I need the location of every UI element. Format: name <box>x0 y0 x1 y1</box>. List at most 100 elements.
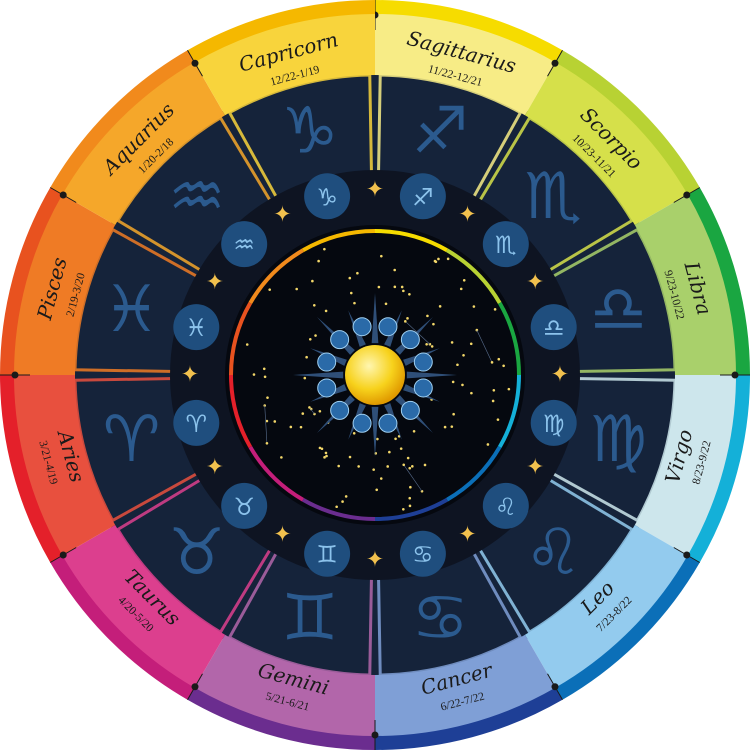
label-band <box>194 634 375 736</box>
star-dot <box>323 456 326 459</box>
star-dot <box>470 391 473 395</box>
element-icon <box>317 378 337 398</box>
star-icon: ✦ <box>206 455 224 480</box>
aquarius-symbol-icon: ♒ <box>233 231 255 259</box>
element-icon <box>330 330 350 350</box>
star-dot <box>318 409 322 413</box>
star-dot <box>349 291 353 295</box>
star-dot <box>356 271 359 275</box>
pisces-figure-icon: ♓ <box>103 273 160 347</box>
rainbow-ring-segment <box>497 375 521 448</box>
star-icon: ✦ <box>366 178 384 203</box>
star-dot <box>252 373 256 376</box>
star-icon: ✦ <box>273 202 291 227</box>
taurus-symbol-circle <box>221 482 268 529</box>
libra-symbol-circle <box>530 304 577 351</box>
aquarius-symbol-circle <box>221 221 268 268</box>
sun-ray <box>406 371 457 379</box>
aquarius-figure-icon: ♒ <box>168 160 225 234</box>
star-dot <box>399 447 403 450</box>
star-dot <box>305 355 308 359</box>
sun-ray <box>371 406 379 457</box>
star-dot <box>380 254 383 258</box>
pisces-symbol-icon: ♓ <box>186 314 208 342</box>
capricorn-symbol-circle <box>304 173 351 220</box>
sagittarius-symbol-icon: ♐ <box>412 183 434 211</box>
element-icon <box>378 317 398 337</box>
star-dot <box>308 406 311 409</box>
star-dot <box>323 247 326 251</box>
star-dot <box>493 308 497 311</box>
star-dot <box>497 357 501 361</box>
constellation-line <box>476 329 493 363</box>
star-dot <box>452 412 455 416</box>
element-icon <box>400 400 420 420</box>
star-dot <box>490 361 494 364</box>
divider-line <box>187 673 203 701</box>
star-dot <box>377 285 381 289</box>
star-dot <box>273 420 277 423</box>
star-icon: ✦ <box>181 363 199 388</box>
star-dot <box>462 354 465 357</box>
star-dot <box>318 446 322 450</box>
star-icon: ✦ <box>458 202 476 227</box>
star-dot <box>502 364 505 368</box>
star-dot <box>432 322 435 326</box>
rainbow-ring-segment <box>248 248 304 304</box>
rainbow-ring-segment <box>375 497 448 521</box>
star-dot <box>402 463 406 467</box>
constellations <box>245 247 511 511</box>
star-dot <box>409 485 412 489</box>
star-dot <box>348 455 352 459</box>
star-dot <box>348 276 352 280</box>
element-icon <box>317 352 337 372</box>
star-dot <box>408 496 412 500</box>
scorpio-symbol-icon: ♏ <box>495 231 517 259</box>
star-dot <box>443 425 447 429</box>
star-icon: ✦ <box>273 523 291 548</box>
rainbow-ring-segment <box>302 497 375 521</box>
rainbow-ring-segment <box>446 248 502 304</box>
star-dot <box>324 309 328 313</box>
star-icon: ✦ <box>526 455 544 480</box>
star-dot <box>317 259 320 263</box>
label-band <box>194 14 375 116</box>
star-dot <box>263 375 267 379</box>
star-dot <box>412 429 416 433</box>
rainbow-ring-segment <box>497 302 521 375</box>
star-icon: ✦ <box>366 548 384 573</box>
star-dot <box>456 363 459 367</box>
taurus-symbol-icon: ♉ <box>233 493 255 521</box>
gemini-symbol-circle <box>304 530 351 577</box>
libra-symbol-icon: ♎ <box>543 314 565 342</box>
outer-ring-segment <box>0 187 64 375</box>
label-band <box>375 634 556 736</box>
scorpio-symbol-circle <box>482 221 529 268</box>
star-dot <box>352 431 356 435</box>
cancer-symbol-icon: ♋ <box>412 541 434 569</box>
star-dot <box>314 334 317 337</box>
star-dot <box>425 342 428 346</box>
star-dot <box>402 508 405 511</box>
outer-ring-segment <box>375 0 563 64</box>
star-dot <box>461 383 464 387</box>
star-dot <box>388 450 391 454</box>
element-icon <box>352 413 372 433</box>
divider-line <box>547 49 563 77</box>
star-dot <box>299 425 303 429</box>
aries-symbol-circle <box>173 399 220 446</box>
constellation-line <box>264 405 268 444</box>
element-icon <box>413 378 433 398</box>
star-dot <box>408 292 411 296</box>
star-dot <box>451 380 455 384</box>
star-dot <box>486 443 490 446</box>
star-dot <box>402 289 405 293</box>
star-dot <box>438 305 442 308</box>
virgo-symbol-circle <box>530 399 577 446</box>
star-dot <box>265 419 269 423</box>
